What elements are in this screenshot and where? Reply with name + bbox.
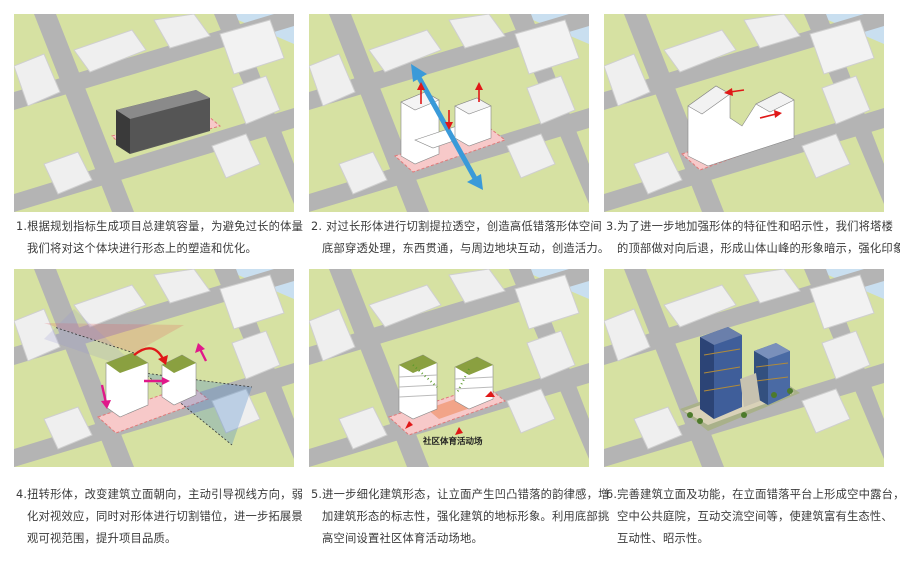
terraced-tower-right <box>455 357 493 409</box>
glass-tower-left <box>700 327 742 419</box>
step-5-diagram: 社区体育活动场 <box>309 269 589 467</box>
step-3-line-2: 的顶部做对向后退，形成山体山峰的形象暗示，强化印象。 <box>606 238 890 260</box>
step-1-line-1: 1.根据规划指标生成项目总建筑容量，为避免过长的体量 <box>16 216 300 238</box>
step-4-line-3: 观可视范围，提升项目品质。 <box>16 528 300 550</box>
step-2-line-2: 底部穿透处理，东西贯通，与周边地块互动，创造活力。 <box>311 238 595 260</box>
step-4-line-1: 4.扭转形体，改变建筑立面朝向，主动引导视线方向，弱 <box>16 484 300 506</box>
step-2-line-1: 2. 对过长形体进行切割提拉透空，创造高低错落形体空间 <box>311 216 595 238</box>
step-3-diagram <box>604 14 884 212</box>
step-6-caption: 6.完善建筑立面及功能，在立面错落平台上形成空中露台， 空中公共庭院，互动交流空… <box>606 484 890 550</box>
step-5-line-3: 高空间设置社区体育活动场地。 <box>311 528 595 550</box>
step-4-line-2: 化对视效应，同时对形体进行切割错位，进一步拓展景 <box>16 506 300 528</box>
sports-field-label: 社区体育活动场 <box>422 436 483 447</box>
step-5-line-2: 加建筑形态的标志性，强化建筑的地标形象。利用底部挑 <box>311 506 595 528</box>
step-4-diagram <box>14 269 294 467</box>
step-6-line-3: 互动性、昭示性。 <box>606 528 890 550</box>
step-1-caption: 1.根据规划指标生成项目总建筑容量，为避免过长的体量 我们将对这个体块进行形态上… <box>16 216 300 260</box>
step-6-diagram <box>604 269 884 467</box>
step-2-diagram <box>309 14 589 212</box>
step-1-line-2: 我们将对这个体块进行形态上的塑造和优化。 <box>16 238 300 260</box>
step-5-caption: 5.进一步细化建筑形态，让立面产生凹凸错落的韵律感，增 加建筑形态的标志性，强化… <box>311 484 595 550</box>
step-5-line-1: 5.进一步细化建筑形态，让立面产生凹凸错落的韵律感，增 <box>311 484 595 506</box>
step-4-caption: 4.扭转形体，改变建筑立面朝向，主动引导视线方向，弱 化对视效应，同时对形体进行… <box>16 484 300 550</box>
step-2-caption: 2. 对过长形体进行切割提拉透空，创造高低错落形体空间 底部穿透处理，东西贯通，… <box>311 216 595 260</box>
step-1-diagram <box>14 14 294 212</box>
step-3-caption: 3.为了进一步地加强形体的特征性和昭示性，我们将塔楼 的顶部做对向后退，形成山体… <box>606 216 890 260</box>
step-6-line-2: 空中公共庭院，互动交流空间等，使建筑富有生态性、 <box>606 506 890 528</box>
terraced-tower-left <box>399 355 437 419</box>
step-6-line-1: 6.完善建筑立面及功能，在立面错落平台上形成空中露台， <box>606 484 890 506</box>
step-3-line-1: 3.为了进一步地加强形体的特征性和昭示性，我们将塔楼 <box>606 216 890 238</box>
